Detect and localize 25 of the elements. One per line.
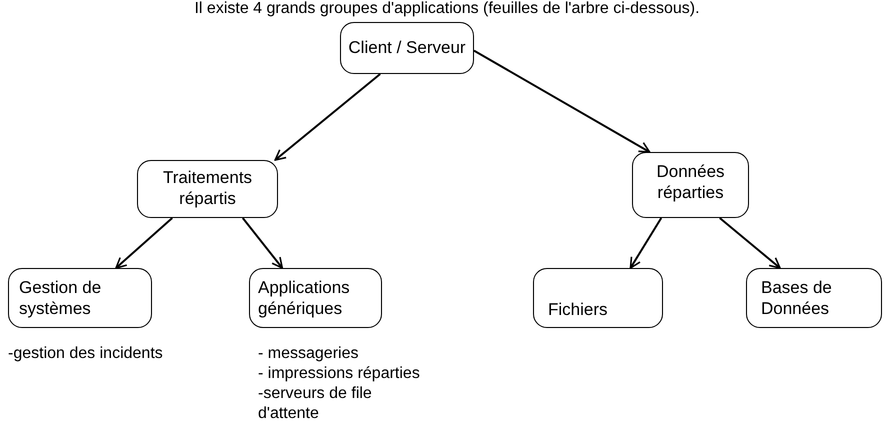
list-item: - messageries (258, 344, 360, 364)
box-label: Bases de Données (761, 277, 833, 319)
arrow (719, 217, 781, 269)
heading: Il existe 4 grands groupes d'applications (feuilles de l'arbre ci-dessous). (193, 0, 701, 18)
arrow (115, 217, 173, 269)
rounded-box (746, 268, 882, 328)
rounded-box (137, 160, 278, 218)
box-label: Données réparties (655, 161, 726, 203)
list-item: - impressions réparties (258, 364, 421, 384)
arrow (474, 50, 650, 153)
box-label: Client / Serveur (347, 37, 467, 58)
list-item: -serveurs de file d'attente (258, 384, 373, 424)
rounded-box (249, 268, 382, 328)
box-label: Applications génériques (258, 277, 351, 319)
rounded-box (8, 268, 152, 328)
box-label: Gestion de systèmes (19, 277, 102, 319)
rounded-box (533, 268, 663, 328)
rounded-box (340, 22, 474, 74)
arrow (630, 217, 662, 269)
box-label: Traitements répartis (162, 167, 254, 209)
box-label: Fichiers (548, 299, 609, 320)
arrow (274, 73, 381, 161)
list-item: -gestion des incidents (8, 344, 164, 364)
rounded-box (632, 152, 749, 218)
arrow (242, 217, 284, 269)
